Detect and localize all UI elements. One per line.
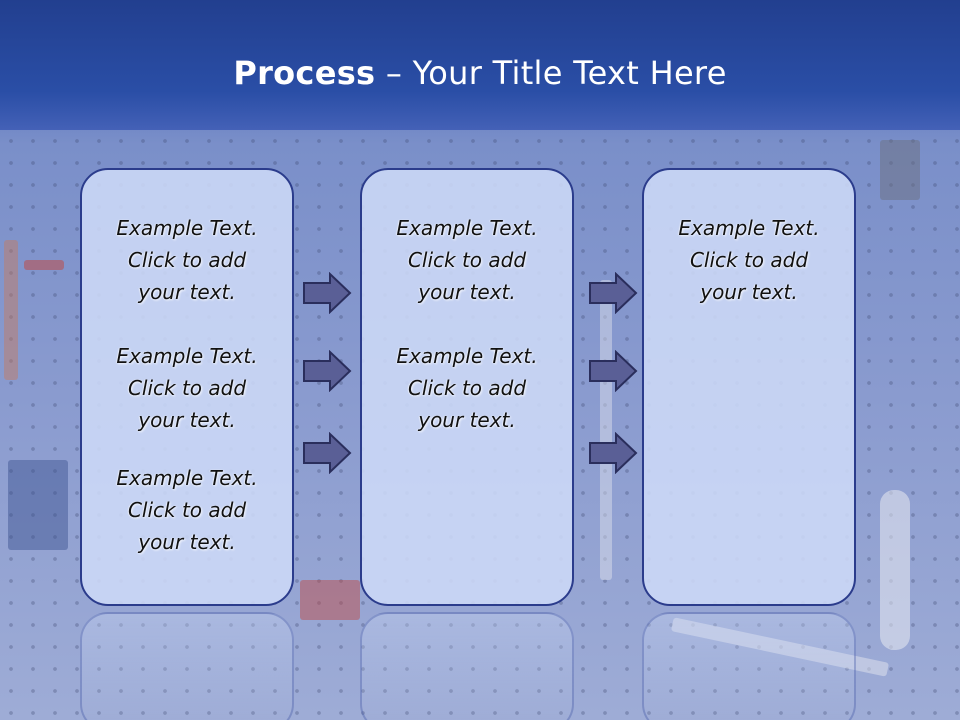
text-line: your text. (418, 408, 516, 432)
text-line: Example Text. (116, 216, 258, 240)
text-line: your text. (138, 280, 236, 304)
background-tool (8, 460, 68, 550)
process-card-1[interactable]: Example Text. Click to add your text. Ex… (80, 168, 294, 606)
text-line: your text. (418, 280, 516, 304)
right-arrow-icon (589, 350, 638, 392)
right-arrow-icon (303, 272, 352, 314)
process-card-3[interactable]: Example Text. Click to add your text. (642, 168, 856, 606)
text-line: Click to add (407, 376, 527, 400)
card-reflection (80, 612, 294, 720)
background-tool (300, 580, 360, 620)
slide-title[interactable]: Process – Your Title Text Here (0, 54, 960, 92)
title-bar (0, 0, 960, 130)
text-block[interactable]: Example Text. Click to add your text. (644, 212, 854, 308)
text-line: your text. (138, 530, 236, 554)
right-arrow-icon (589, 272, 638, 314)
background-tool (880, 140, 920, 200)
title-rest: – Your Title Text Here (385, 54, 727, 92)
text-line: Example Text. (116, 466, 258, 490)
right-arrow-icon (589, 432, 638, 474)
text-block[interactable]: Example Text. Click to add your text. (82, 212, 292, 308)
text-line: Example Text. (678, 216, 820, 240)
text-line: your text. (700, 280, 798, 304)
background-tool (880, 490, 910, 650)
background-tool (4, 240, 18, 380)
text-line: Click to add (689, 248, 809, 272)
text-line: your text. (138, 408, 236, 432)
text-line: Click to add (127, 376, 247, 400)
text-line: Click to add (127, 498, 247, 522)
background-tool (600, 280, 612, 580)
process-card-2[interactable]: Example Text. Click to add your text. Ex… (360, 168, 574, 606)
text-line: Example Text. (116, 344, 258, 368)
text-line: Click to add (127, 248, 247, 272)
text-line: Example Text. (396, 216, 538, 240)
text-line: Example Text. (396, 344, 538, 368)
text-block[interactable]: Example Text. Click to add your text. (362, 340, 572, 436)
background-tool (24, 260, 64, 270)
title-bold: Process (233, 54, 376, 92)
text-line: Click to add (407, 248, 527, 272)
right-arrow-icon (303, 350, 352, 392)
text-block[interactable]: Example Text. Click to add your text. (82, 462, 292, 558)
text-block[interactable]: Example Text. Click to add your text. (362, 212, 572, 308)
card-reflection (360, 612, 574, 720)
text-block[interactable]: Example Text. Click to add your text. (82, 340, 292, 436)
card-reflection (642, 612, 856, 720)
right-arrow-icon (303, 432, 352, 474)
